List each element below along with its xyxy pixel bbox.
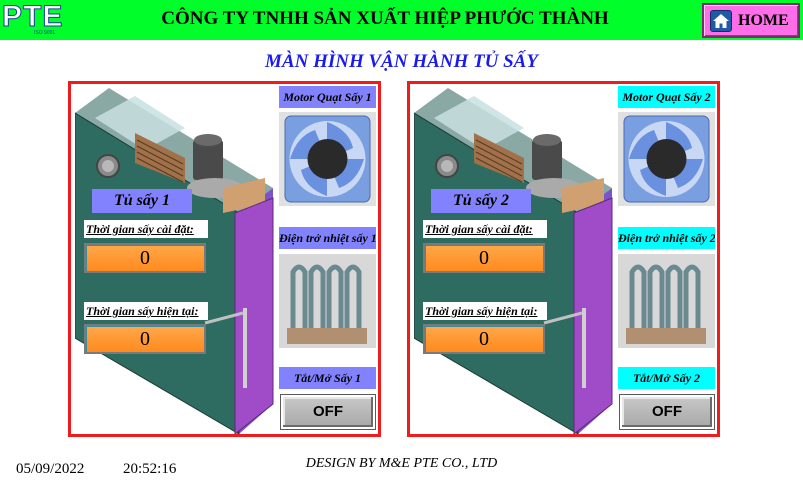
- heater-label: Điện trở nhiệt sấy 2: [618, 227, 715, 249]
- dryer-toggle-button[interactable]: OFF: [619, 394, 715, 430]
- date-display: 05/09/2022: [16, 461, 85, 477]
- dryer-panel-2: Tủ sấy 2 Thời gian sấy cài đặt: 0 Thời g…: [407, 81, 720, 437]
- motor-fan-label: Motor Quạt Sấy 1: [279, 86, 376, 108]
- time-display: 20:52:16: [123, 461, 177, 477]
- set-time-input[interactable]: 0: [84, 243, 206, 273]
- logo-subtext: ISO 9001: [34, 30, 56, 36]
- current-time-label: Thời gian sấy hiện tại:: [84, 302, 208, 320]
- logo-text: PTE: [1, 0, 64, 34]
- motor-fan-label: Motor Quạt Sấy 2: [618, 86, 715, 108]
- heater-image: [618, 254, 715, 348]
- set-time-input[interactable]: 0: [423, 243, 545, 273]
- company-logo: PTE ISO 9001: [1, 0, 70, 38]
- toggle-dryer-label: Tắt/Mở Sấy 2: [618, 367, 715, 389]
- set-time-label: Thời gian sấy cài đặt:: [84, 220, 208, 238]
- company-name: CÔNG TY TNHH SẢN XUẤT HIỆP PHƯỚC THÀNH: [161, 8, 609, 29]
- dryer-toggle-button[interactable]: OFF: [280, 394, 376, 430]
- home-button[interactable]: HOME: [702, 3, 800, 38]
- dryer-panel-1: Tủ sấy 1 Thời gian sấy cài đặt: 0 Thời g…: [68, 81, 381, 437]
- footer-credit: DESIGN BY M&E PTE CO., LTD: [305, 456, 498, 471]
- home-button-label: HOME: [738, 12, 789, 29]
- current-time-label: Thời gian sấy hiện tại:: [423, 302, 547, 320]
- toggle-dryer-label: Tắt/Mở Sấy 1: [279, 367, 376, 389]
- fan-image: [618, 112, 715, 206]
- fan-image: [279, 112, 376, 206]
- heater-image: [279, 254, 376, 348]
- current-time-display: 0: [84, 324, 206, 354]
- screen-title: MÀN HÌNH VẬN HÀNH TỦ SẤY: [265, 51, 538, 72]
- dryer-title: Tủ sấy 2: [431, 189, 531, 213]
- current-time-display: 0: [423, 324, 545, 354]
- header-bar: PTE ISO 9001 CÔNG TY TNHH SẢN XUẤT HIỆP …: [0, 0, 803, 40]
- heater-label: Điện trở nhiệt sấy 1: [279, 227, 376, 249]
- dryer-title: Tủ sấy 1: [92, 189, 192, 213]
- home-icon: [710, 10, 732, 32]
- set-time-label: Thời gian sấy cài đặt:: [423, 220, 547, 238]
